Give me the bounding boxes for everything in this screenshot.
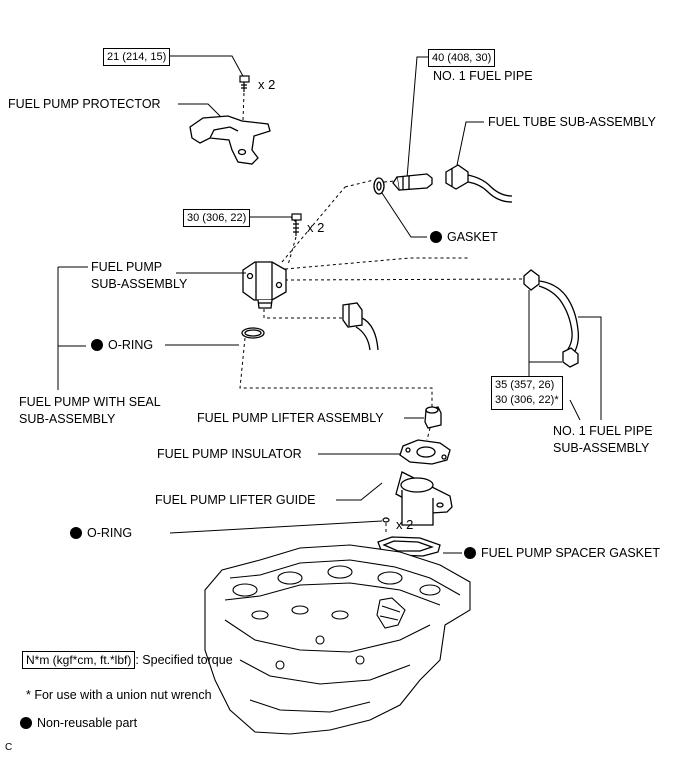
torque-pipe-sub-2: 30 (306, 22)* [495,394,559,406]
non-reusable-dot-icon [91,339,103,351]
label-spacer-gasket: FUEL PUMP SPACER GASKET [464,545,660,561]
label-o-ring-lower: O-RING [70,525,132,541]
protector-bolt [239,75,250,92]
o-ring-lower-part [382,517,390,523]
non-reusable-dot-icon [464,547,476,559]
label-insulator: FUEL PUMP INSULATOR [157,447,302,461]
label-fuel-tube-sub-assembly: FUEL TUBE SUB-ASSEMBLY [488,115,656,129]
label-fuel-pump-line1: FUEL PUMP [91,260,163,274]
fuel-pump-body [242,261,287,309]
label-pump-with-seal-line1: FUEL PUMP WITH SEAL [19,395,161,409]
pump-bolt [291,213,302,236]
legend-torque-desc: : Specified torque [135,653,233,667]
fuel-pump-protector [189,115,271,165]
label-lifter-assembly: FUEL PUMP LIFTER ASSEMBLY [197,411,384,425]
fuel-pump-insulator [399,439,451,465]
label-o-ring-upper: O-RING [91,337,153,353]
label-fuel-pump-protector: FUEL PUMP PROTECTOR [8,97,161,111]
qty-pump-bolts: x 2 [307,220,325,235]
label-gasket-text: GASKET [447,230,498,244]
label-no1-fuel-pipe-sub-assembly: NO. 1 FUEL PIPE SUB-ASSEMBLY [553,423,653,457]
label-spacer-gasket-text: FUEL PUMP SPACER GASKET [481,546,660,560]
label-o-ring-upper-text: O-RING [108,338,154,352]
no1-fuel-pipe [392,173,433,191]
qty-o-ring: x 2 [396,517,414,532]
label-no1-fuel-pipe: NO. 1 FUEL PIPE [433,69,533,83]
legend-torque: N*m (kgf*cm, ft.*lbf): Specified torque [22,651,233,669]
label-fuel-pump-with-seal: FUEL PUMP WITH SEAL SUB-ASSEMBLY [19,394,161,428]
torque-fuel-pipe: 40 (408, 30) [428,49,496,67]
label-fuel-pump-line2: SUB-ASSEMBLY [91,277,188,291]
o-ring-upper-part [241,327,265,339]
torque-pump-bolts: 30 (306, 22) [183,209,251,227]
legend-non-reusable-text: Non-reusable part [37,716,138,730]
label-o-ring-lower-text: O-RING [87,526,133,540]
torque-pipe-sub-assembly: 35 (357, 26) 30 (306, 22)* [491,376,563,410]
label-no1-pipe-sub-line1: NO. 1 FUEL PIPE [553,424,653,438]
gasket-part [373,177,385,195]
corner-mark: C [5,742,13,753]
no1-fuel-pipe-sub-assembly [523,269,580,368]
non-reusable-dot-icon [70,527,82,539]
fuel-tube-sub-assembly [445,164,513,203]
qty-protector-bolts: x 2 [258,77,276,92]
non-reusable-dot-icon [20,717,32,729]
fuel-pump-lifter-guide [395,471,453,526]
label-gasket: GASKET [430,229,498,245]
legend-torque-units: N*m (kgf*cm, ft.*lbf) [22,651,136,669]
legend-footnote: * For use with a union nut wrench [26,688,212,702]
torque-pipe-sub-1: 35 (357, 26) [495,379,555,391]
legend-non-reusable: Non-reusable part [20,715,137,731]
label-fuel-pump-sub-assembly: FUEL PUMP SUB-ASSEMBLY [91,259,187,293]
non-reusable-dot-icon [430,231,442,243]
label-pump-with-seal-line2: SUB-ASSEMBLY [19,412,116,426]
label-no1-pipe-sub-line2: SUB-ASSEMBLY [553,441,650,455]
fuel-pump-connector [342,302,379,351]
torque-protector: 21 (214, 15) [103,48,171,66]
fuel-pump-lifter [424,406,442,429]
engine-block [204,544,471,735]
label-lifter-guide: FUEL PUMP LIFTER GUIDE [155,493,316,507]
